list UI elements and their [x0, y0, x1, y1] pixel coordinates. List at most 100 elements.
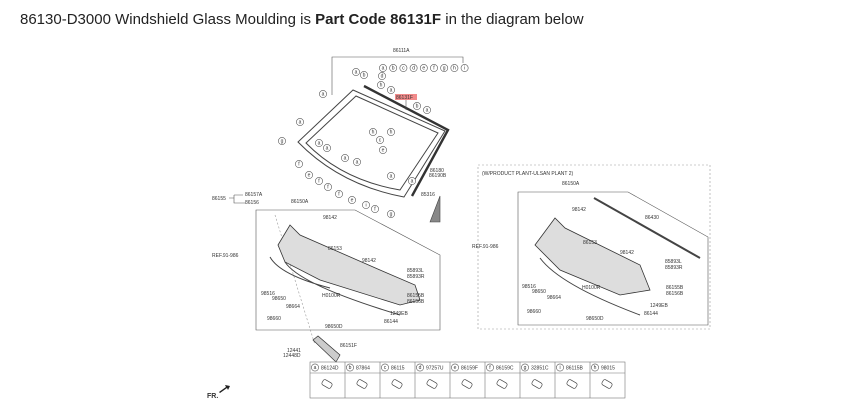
- seal-label: 85893L: [407, 268, 424, 274]
- bracket-label: 86155: [212, 196, 226, 202]
- seal2-label: 85893R: [407, 274, 425, 280]
- callout-balloon: g: [278, 137, 286, 145]
- svg-text:f: f: [489, 365, 491, 371]
- svg-text:f: f: [327, 185, 329, 191]
- hose-label: H0100R: [322, 293, 341, 299]
- callout-balloon: e: [348, 196, 356, 204]
- part-icon: [391, 379, 403, 389]
- p4-label: 98660: [267, 316, 281, 322]
- callout-balloon: a: [341, 154, 349, 162]
- callout-balloon: a: [379, 64, 387, 72]
- moulding-highlight: [395, 94, 417, 100]
- windshield-moulding[interactable]: [363, 84, 450, 197]
- callout-balloon: f: [295, 160, 303, 168]
- svg-text:a: a: [314, 365, 317, 371]
- callout-balloon: f: [335, 190, 343, 198]
- nozzle-label: 98650D: [325, 324, 343, 330]
- callout-balloon: d: [416, 363, 424, 372]
- strip: [593, 197, 701, 259]
- svg-text:e: e: [351, 198, 354, 204]
- callout-balloon: c: [381, 363, 389, 372]
- part-icon: [461, 379, 473, 389]
- part-code: 86115: [391, 366, 405, 372]
- clip2-label: 98142: [620, 250, 634, 256]
- callout-balloon: g: [521, 363, 529, 372]
- part-code: 97257U: [426, 366, 444, 372]
- part-code-highlight: Part Code 86131F: [315, 11, 442, 28]
- callout-balloon: f: [486, 363, 494, 372]
- callout-balloon: i: [460, 64, 469, 72]
- p2-label: 98650: [532, 289, 546, 295]
- callout-balloon: i: [556, 363, 564, 372]
- callout-balloon: d: [409, 64, 418, 72]
- screw-label: 12441: [287, 348, 301, 354]
- part-icon: [356, 379, 368, 389]
- svg-text:b: b: [392, 66, 395, 72]
- callout-balloon: h: [591, 363, 599, 372]
- grommet-label: 86144: [384, 319, 398, 325]
- part-code: 32851C: [531, 366, 549, 372]
- svg-text:d: d: [419, 365, 422, 371]
- svg-text:e: e: [308, 173, 311, 179]
- callout-balloon: f: [315, 177, 323, 185]
- assembly-label: 86150A: [562, 181, 580, 187]
- callout-balloon: e: [451, 363, 459, 372]
- svg-text:a: a: [299, 120, 302, 126]
- strip-label: 86430: [645, 215, 659, 221]
- svg-text:f: f: [338, 192, 340, 198]
- svg-text:f: f: [318, 179, 320, 185]
- callout-balloon: a: [423, 106, 431, 114]
- p1-label: 98516: [261, 291, 275, 297]
- bolt-label: 1249EB: [650, 303, 668, 309]
- callout-balloon: i: [362, 201, 370, 209]
- ref-label[interactable]: REF.91-986: [212, 253, 239, 259]
- callout-balloon: g: [387, 210, 395, 218]
- heading-suffix: in the diagram below: [441, 11, 584, 28]
- callout-balloon: e: [379, 146, 387, 154]
- page-heading: 86130-D3000 Windshield Glass Moulding is…: [20, 11, 584, 28]
- callout-balloon: b: [389, 64, 398, 72]
- svg-text:a: a: [356, 160, 359, 166]
- svg-text:e: e: [382, 148, 385, 154]
- p3-label: 98664: [286, 304, 300, 310]
- svg-text:i: i: [559, 365, 560, 371]
- svg-text:i: i: [365, 203, 366, 209]
- parts-table-cell[interactable]: f 86159C: [484, 362, 514, 398]
- moulding-label[interactable]: 86131F: [396, 95, 413, 101]
- callout-balloon: e: [419, 64, 428, 72]
- front-arrow-icon: [219, 385, 230, 393]
- callout-balloon: b: [346, 363, 354, 372]
- callout-balloon: a: [408, 177, 416, 185]
- front-marker: FR.: [207, 393, 218, 400]
- screw-label: 86156: [245, 200, 259, 206]
- cowl-panel: [269, 224, 421, 316]
- svg-text:g: g: [390, 212, 393, 218]
- ref-label[interactable]: REF.91-986: [472, 244, 499, 250]
- svg-text:h: h: [594, 365, 597, 371]
- callout-balloon: a: [387, 172, 395, 180]
- svg-text:a: a: [355, 70, 358, 76]
- svg-text:b: b: [363, 73, 366, 79]
- parts-table-cell[interactable]: d 97257U: [414, 362, 444, 398]
- callout-balloon: e: [305, 171, 313, 179]
- svg-text:h: h: [380, 83, 383, 89]
- callout-balloon: a: [319, 90, 327, 98]
- hose-label: H0100R: [582, 285, 601, 291]
- clip2-label: 85316: [421, 192, 435, 198]
- part-code: 98015: [601, 366, 615, 372]
- parts-table-cell[interactable]: h 98015: [589, 362, 615, 398]
- svg-text:b: b: [349, 365, 352, 371]
- svg-text:a: a: [318, 141, 321, 147]
- svg-text:h: h: [390, 130, 393, 136]
- part-code: 86159C: [496, 366, 514, 372]
- callout-balloon: h: [387, 128, 395, 136]
